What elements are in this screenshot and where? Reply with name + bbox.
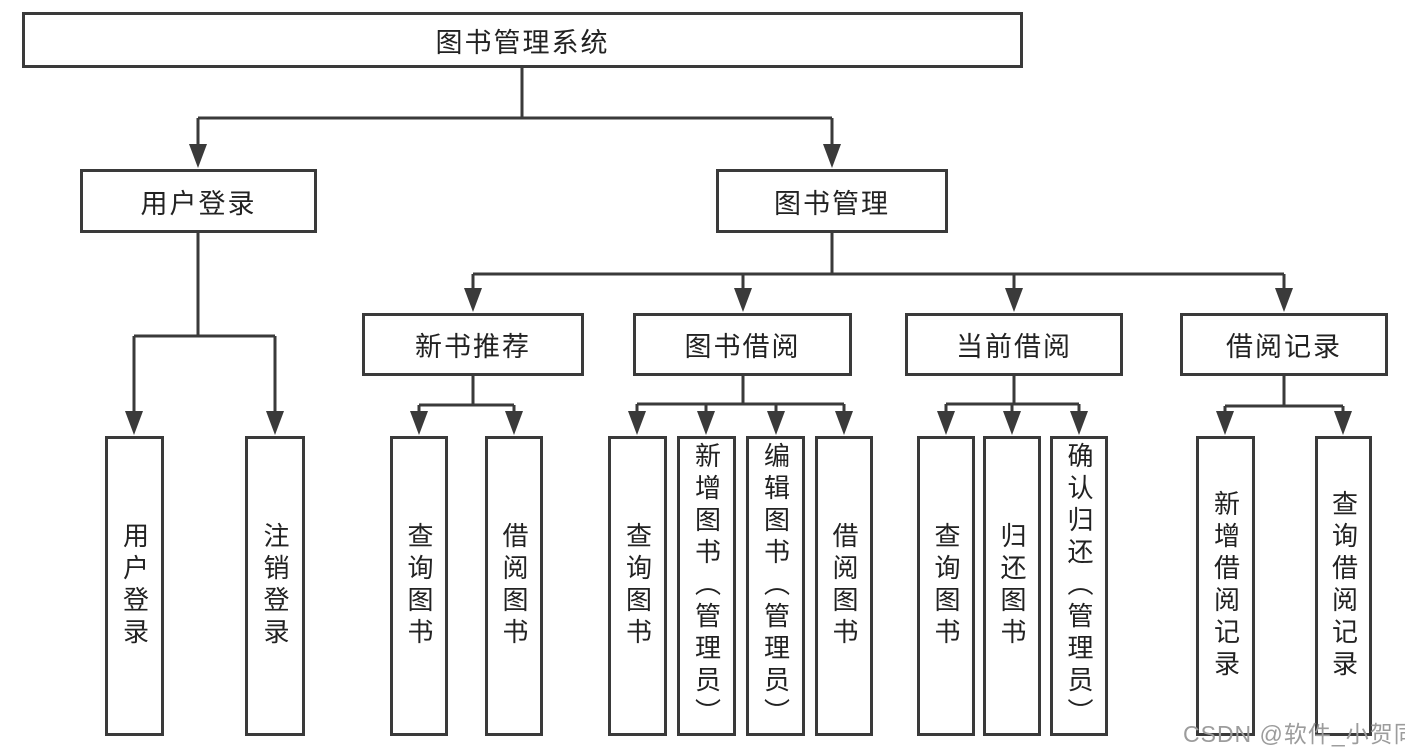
- node-library-management-system: 图书管理系统: [22, 12, 1023, 68]
- leaf-label: 用户登录: [119, 522, 150, 650]
- leaf-return-books: 归还图书: [983, 436, 1041, 736]
- node-book-borrow: 图书借阅: [633, 313, 852, 376]
- leaf-query-books-recommend: 查询图书: [390, 436, 448, 736]
- leaf-query-books-borrow: 查询图书: [608, 436, 667, 736]
- leaf-label: 查询图书: [622, 522, 653, 650]
- leaf-label: 注销登录: [260, 522, 290, 650]
- node-current-borrow: 当前借阅: [905, 313, 1123, 376]
- leaf-label: 归还图书: [997, 522, 1027, 650]
- leaf-label: 新增图书（管理员）: [691, 442, 722, 730]
- arrowheads: [125, 144, 1352, 435]
- leaf-borrow-books-recommend: 借阅图书: [485, 436, 543, 736]
- leaf-label: 确认归还（管理员）: [1064, 442, 1094, 730]
- node-user-login: 用户登录: [80, 169, 317, 233]
- leaf-add-borrow-record: 新增借阅记录: [1196, 436, 1255, 736]
- leaf-confirm-return-admin: 确认归还（管理员）: [1050, 436, 1108, 736]
- leaf-label: 借阅图书: [829, 522, 859, 650]
- leaf-borrow-books: 借阅图书: [815, 436, 873, 736]
- leaf-user-login: 用户登录: [105, 436, 164, 736]
- csdn-watermark: CSDN @软件_小贺同学: [1183, 721, 1405, 747]
- leaf-logout: 注销登录: [245, 436, 305, 736]
- leaf-label: 借阅图书: [499, 522, 529, 650]
- leaf-query-borrow-record: 查询借阅记录: [1315, 436, 1372, 736]
- leaf-edit-books-admin: 编辑图书（管理员）: [746, 436, 805, 736]
- node-new-book-recommend: 新书推荐: [362, 313, 584, 376]
- leaf-label: 查询借阅记录: [1328, 490, 1359, 682]
- leaf-label: 查询图书: [931, 522, 961, 650]
- leaf-query-books-current: 查询图书: [917, 436, 975, 736]
- leaf-label: 新增借阅记录: [1210, 490, 1241, 682]
- node-book-management: 图书管理: [716, 169, 948, 233]
- leaf-label: 查询图书: [404, 522, 434, 650]
- leaf-label: 编辑图书（管理员）: [760, 442, 791, 730]
- node-borrow-record: 借阅记录: [1180, 313, 1388, 376]
- leaf-add-books-admin: 新增图书（管理员）: [677, 436, 736, 736]
